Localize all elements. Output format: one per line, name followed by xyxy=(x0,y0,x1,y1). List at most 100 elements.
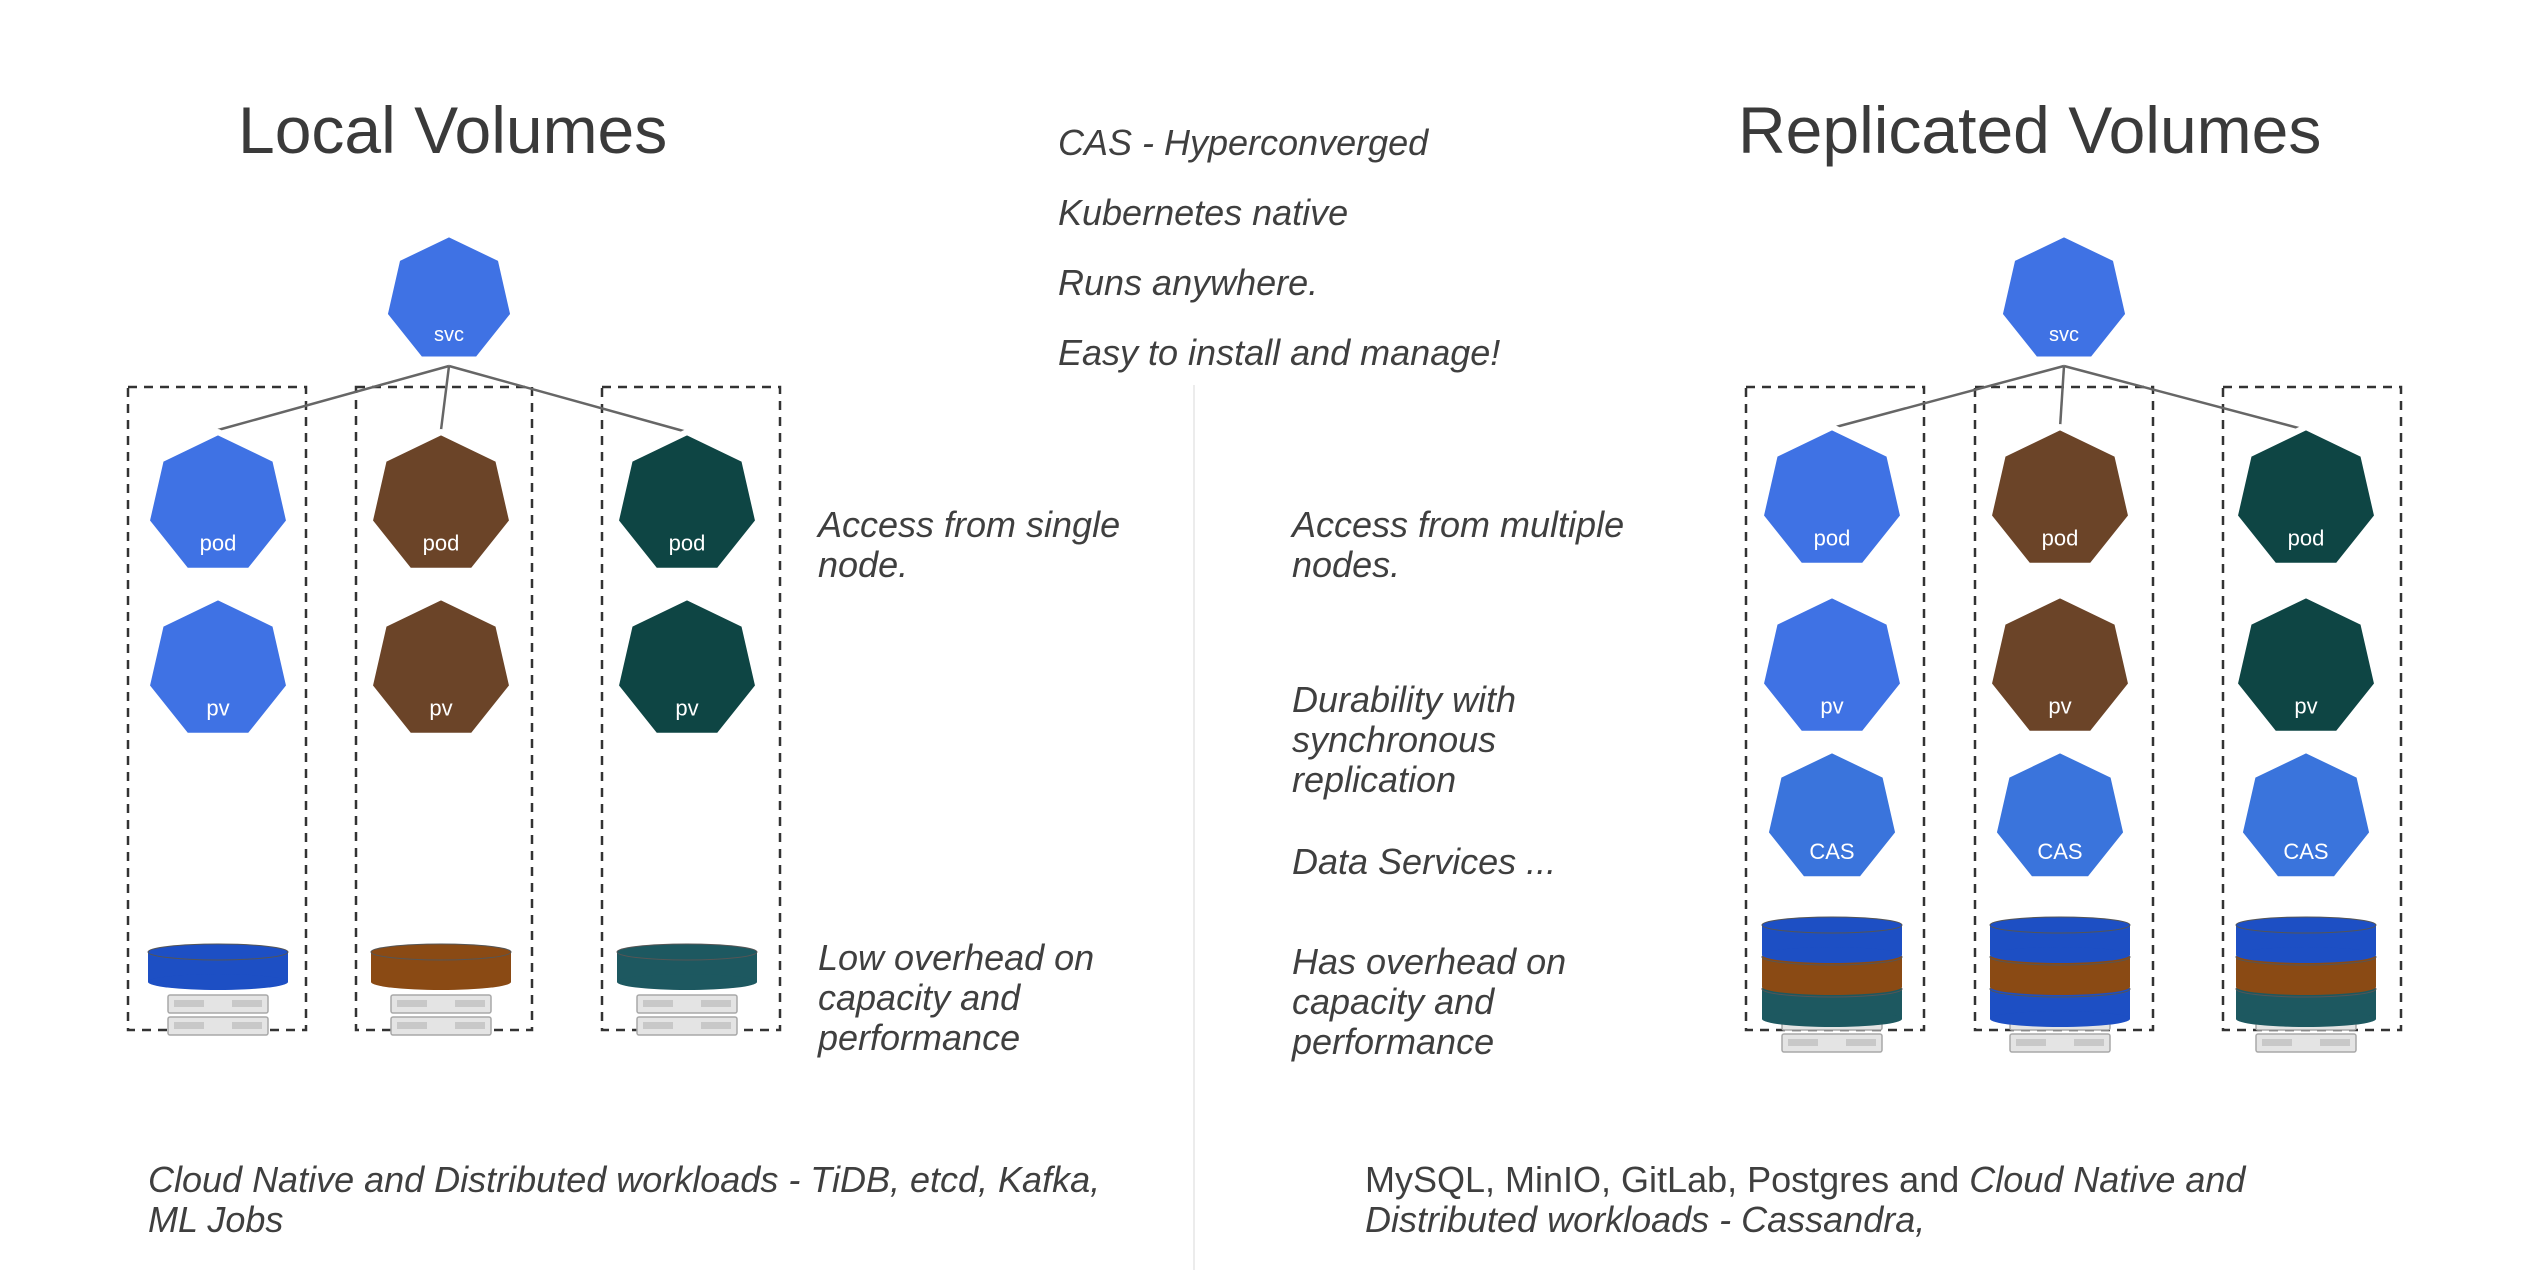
server-icon xyxy=(390,994,492,1014)
server-icon xyxy=(167,994,269,1014)
server-icon xyxy=(2009,1033,2111,1053)
server-bay xyxy=(1846,1039,1876,1046)
center-line-4: Easy to install and manage! xyxy=(1058,332,1501,373)
right-svc-link-1 xyxy=(1831,364,2065,430)
disk-bottom xyxy=(2236,979,2376,995)
disk-bottom xyxy=(2236,947,2376,963)
right-pod-icon-3-label: pod xyxy=(2288,525,2325,550)
left-overhead-note: Low overhead on capacity and performance xyxy=(818,937,1095,1058)
right-disk-2-1 xyxy=(1989,916,2131,963)
server-bay xyxy=(174,1000,204,1007)
left-pod-icon-2-shape xyxy=(366,429,516,574)
right-pv-icon-3-shape xyxy=(2231,592,2381,737)
left-server-3 xyxy=(636,994,738,1036)
server-bay xyxy=(455,1022,485,1029)
disk-bottom xyxy=(1762,1011,1902,1027)
right-workloads-note: MySQL, MinIO, GitLab, Postgres and Cloud… xyxy=(1365,1160,2245,1240)
center-line-3: Runs anywhere. xyxy=(1058,262,1319,303)
right-pod-icon-1-shape xyxy=(1757,424,1907,569)
right-svc-link-3 xyxy=(2063,364,2307,432)
section-divider xyxy=(1193,385,1195,1270)
right-workloads-italic: Cloud Native and xyxy=(1969,1159,2246,1200)
left-node-box-3 xyxy=(600,385,782,1032)
server-bay xyxy=(397,1000,427,1007)
server-bay xyxy=(232,1022,262,1029)
disk-top xyxy=(1989,916,2131,934)
left-node-box-2 xyxy=(354,385,534,1032)
right-cas-icon-1-label: CAS xyxy=(1809,839,1854,864)
left-svc-icon-label: svc xyxy=(434,324,464,346)
disk-top xyxy=(370,943,512,961)
server-bay xyxy=(455,1000,485,1007)
server-bay xyxy=(2074,1039,2104,1046)
disk-bottom xyxy=(1762,947,1902,963)
left-disk-2 xyxy=(370,943,512,990)
disk-bottom xyxy=(1762,979,1902,995)
server-bay xyxy=(701,1000,731,1007)
server-icon xyxy=(167,1016,269,1036)
right-pv-icon-2-shape xyxy=(1985,592,2135,737)
right-pod-icon-3-shape xyxy=(2231,424,2381,569)
center-line-2: Kubernetes native xyxy=(1058,192,1349,233)
left-pv-icon-1-shape xyxy=(143,594,293,739)
disk-top xyxy=(147,943,289,961)
right-pod-icon-2-shape xyxy=(1985,424,2135,569)
server-icon xyxy=(2255,1033,2357,1053)
left-disk-1 xyxy=(147,943,289,990)
right-cas-icon-3-label: CAS xyxy=(2283,839,2328,864)
server-bay xyxy=(701,1022,731,1029)
left-pv-icon-2-label: pv xyxy=(429,695,452,720)
right-durability-note: Durability with synchronous replication xyxy=(1292,679,1517,800)
disk-top xyxy=(2235,916,2377,934)
left-svc-link-3 xyxy=(448,364,688,434)
server-bay xyxy=(2262,1039,2292,1046)
right-cas-icon-3-shape xyxy=(2236,747,2376,883)
server-bay xyxy=(2016,1039,2046,1046)
right-cas-icon-2-shape xyxy=(1990,747,2130,883)
left-svc-link-2 xyxy=(439,365,451,431)
right-title: Replicated Volumes xyxy=(1738,93,2322,167)
right-svc-link-2 xyxy=(2058,365,2066,429)
left-server-1 xyxy=(167,994,269,1036)
left-title: Local Volumes xyxy=(238,93,668,167)
right-pv-icon-2-label: pv xyxy=(2048,693,2071,718)
right-disk-1-1 xyxy=(1761,916,1903,963)
left-pod-icon-3-shape xyxy=(612,429,762,574)
right-overhead-note: Has overhead on capacity and performance xyxy=(1292,941,1567,1062)
left-disk-3 xyxy=(616,943,758,990)
right-workloads-line2: Distributed workloads - Cassandra, xyxy=(1365,1199,1926,1240)
right-node-box-3 xyxy=(2221,385,2403,1032)
right-pod-icon-1-label: pod xyxy=(1814,525,1851,550)
right-pv-icon-1-shape xyxy=(1757,592,1907,737)
server-icon xyxy=(636,994,738,1014)
left-pv-icon-2-shape xyxy=(366,594,516,739)
right-cas-icon-2-label: CAS xyxy=(2037,839,2082,864)
left-pv-icon-1-label: pv xyxy=(206,695,229,720)
server-bay xyxy=(397,1022,427,1029)
left-svc-icon-shape xyxy=(381,231,517,363)
server-bay xyxy=(1788,1039,1818,1046)
disk-bottom xyxy=(371,974,511,990)
right-data-services-note: Data Services ... xyxy=(1292,841,1557,882)
disk-bottom xyxy=(1990,947,2130,963)
disk-bottom xyxy=(148,974,288,990)
left-pod-icon-1-shape xyxy=(143,429,293,574)
right-disk-3-1 xyxy=(2235,916,2377,963)
disk-bottom xyxy=(1990,1011,2130,1027)
disk-top xyxy=(616,943,758,961)
disk-top xyxy=(1761,916,1903,934)
disk-bottom xyxy=(2236,1011,2376,1027)
left-workloads-note: Cloud Native and Distributed workloads -… xyxy=(148,1159,1101,1240)
server-bay xyxy=(2320,1039,2350,1046)
server-bay xyxy=(643,1000,673,1007)
server-bay xyxy=(232,1000,262,1007)
right-access-note: Access from multiple nodes. xyxy=(1292,504,1625,585)
server-icon xyxy=(1781,1033,1883,1053)
right-svc-icon-label: svc xyxy=(2049,324,2079,346)
left-pv-icon-3-shape xyxy=(612,594,762,739)
right-svc-icon-shape xyxy=(1996,231,2132,363)
server-icon xyxy=(390,1016,492,1036)
server-bay xyxy=(174,1022,204,1029)
left-pod-icon-1-label: pod xyxy=(200,530,237,555)
